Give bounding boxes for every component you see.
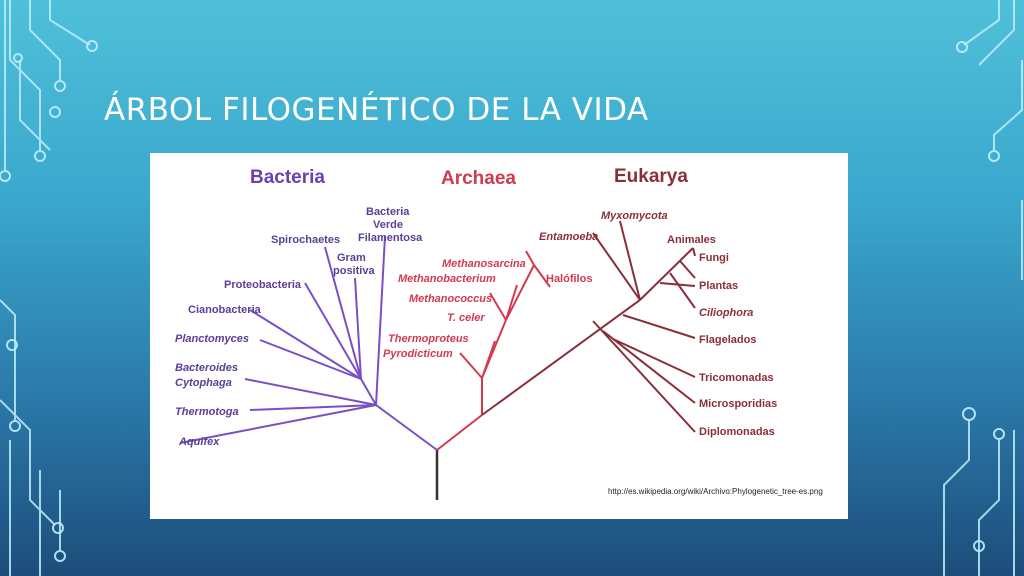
bacteria-branches — [179, 235, 438, 451]
label-cianobacteria: Cianobacteria — [188, 304, 262, 316]
label-bacteroides: Bacteroides — [175, 362, 238, 374]
circuit-decoration-right — [943, 0, 1023, 576]
bacteria-labels: Bacteria Verde Filamentosa Spirochaetes … — [175, 206, 423, 448]
label-fungi: Fungi — [699, 252, 729, 264]
image-credit: http://es.wikipedia.org/wiki/Archivo:Phy… — [608, 487, 823, 496]
label-gram-2: positiva — [333, 265, 375, 277]
label-animales: Animales — [667, 234, 716, 246]
circuit-decoration-left — [0, 0, 98, 576]
phylogenetic-tree: Bacteria Archaea Eukarya Bacteria Verde … — [175, 166, 823, 500]
slide-title: Árbol filogenético de la vida — [104, 92, 649, 128]
label-pyrodicticum: Pyrodicticum — [383, 348, 453, 360]
label-aquifex: Aquifex — [178, 436, 220, 448]
eukarya-branches — [481, 220, 696, 433]
label-gram-1: Gram — [337, 252, 366, 264]
label-myxomycota: Myxomycota — [601, 210, 668, 222]
label-thermotoga: Thermotoga — [175, 406, 239, 418]
label-methanococcus: Methanococcus — [409, 293, 492, 305]
label-planctomyces: Planctomyces — [175, 333, 249, 345]
phylogenetic-tree-figure: Bacteria Archaea Eukarya Bacteria Verde … — [150, 153, 848, 519]
domain-archaea: Archaea — [441, 168, 516, 189]
domain-bacteria: Bacteria — [250, 167, 325, 188]
label-flagelados: Flagelados — [699, 334, 756, 346]
label-entamoeba: Entamoeba — [539, 231, 598, 243]
label-methanosarcina: Methanosarcina — [442, 258, 526, 270]
domain-eukarya: Eukarya — [614, 166, 688, 187]
label-plantas: Plantas — [699, 280, 738, 292]
label-proteobacteria: Proteobacteria — [224, 279, 302, 291]
label-bacteria-verde-1: Bacteria — [366, 206, 410, 218]
label-t-celer: T. celer — [447, 312, 485, 324]
label-ciliophora: Ciliophora — [699, 307, 753, 319]
label-diplomonadas: Diplomonadas — [699, 426, 775, 438]
label-microsporidias: Microsporidias — [699, 398, 777, 410]
label-spirochaetes: Spirochaetes — [271, 234, 340, 246]
label-thermoproteus: Thermoproteus — [388, 333, 469, 345]
label-methanobacterium: Methanobacterium — [398, 273, 496, 285]
archaea-labels: Methanosarcina Methanobacterium Halófilo… — [383, 258, 592, 360]
label-tricomonadas: Tricomonadas — [699, 372, 774, 384]
archaea-branches — [436, 250, 551, 451]
label-bacteria-verde-3: Filamentosa — [358, 232, 423, 244]
label-bacteria-verde-2: Verde — [373, 219, 403, 231]
eukarya-labels: Myxomycota Entamoeba Animales Fungi Plan… — [539, 210, 777, 438]
label-halofilos: Halófilos — [546, 273, 592, 285]
label-cytophaga: Cytophaga — [175, 377, 232, 389]
